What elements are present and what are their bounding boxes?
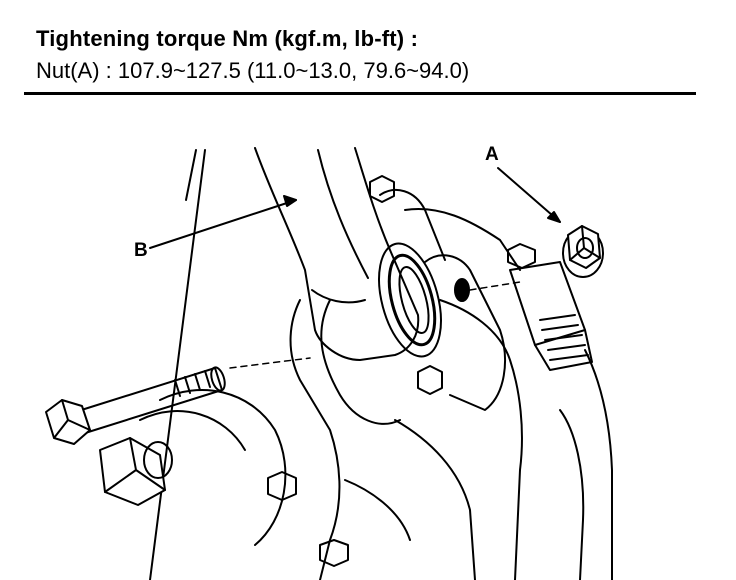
brake-line — [149, 149, 206, 580]
lower-hex-nut — [99, 437, 173, 506]
knuckle-bolt-right — [319, 539, 349, 567]
long-bolt — [45, 366, 226, 445]
knuckle-body — [289, 299, 341, 580]
knuckle-bolt-lower — [267, 471, 297, 501]
leader-line-b — [149, 199, 297, 249]
torque-spec-value: Nut(A) : 107.9~127.5 (11.0~13.0, 79.6~94… — [36, 58, 470, 83]
bolt-axis-line — [229, 357, 311, 369]
leader-line-a — [497, 167, 561, 223]
bushing-inner — [387, 253, 437, 347]
flange-nut-a — [562, 225, 604, 278]
trailing-arm-b-edge — [317, 149, 369, 279]
brake-line-2 — [185, 149, 197, 201]
torque-spec-title: Tightening torque Nm (kgf.m, lb-ft) : — [36, 26, 419, 51]
knuckle-bolt-top — [369, 175, 395, 203]
callout-label-b: B — [134, 240, 148, 261]
trailing-arm-b — [254, 147, 420, 361]
torque-spec-box: Tightening torque Nm (kgf.m, lb-ft) : Nu… — [24, 14, 696, 95]
knuckle-bolt-mid — [417, 365, 443, 395]
callout-label-a: A — [485, 144, 499, 165]
threaded-stud — [507, 243, 593, 371]
bushing-outer — [378, 242, 442, 358]
mounting-bracket — [424, 254, 506, 411]
